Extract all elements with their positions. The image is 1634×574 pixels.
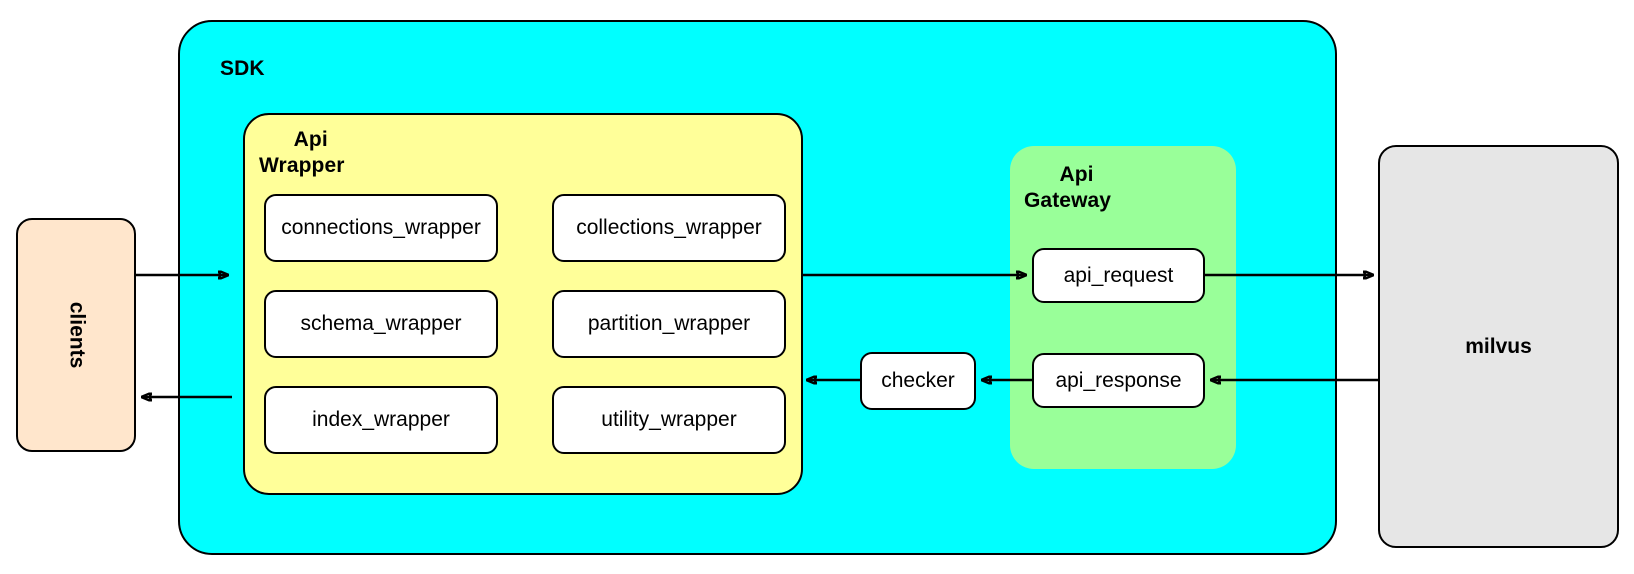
checker-label: checker [881,369,955,392]
api-response-box[interactable]: api_response [1032,353,1205,408]
clients-box[interactable]: clients [16,218,136,452]
api-response-label: api_response [1055,368,1182,392]
sdk-label: SDK [220,57,265,80]
module-label: connections_wrapper [281,216,481,239]
api-request-label: api_request [1063,263,1174,287]
milvus-box[interactable]: milvus [1378,145,1619,548]
module-label: schema_wrapper [300,312,462,335]
api-gateway-container[interactable]: Api Gateway [1010,146,1236,469]
module-label: index_wrapper [312,408,450,431]
api-wrapper-label: Api Wrapper [259,128,345,177]
checker-box[interactable]: checker [860,352,976,410]
module-label: partition_wrapper [587,312,751,335]
module-schema-wrapper[interactable]: schema_wrapper [264,290,498,358]
module-partition-wrapper[interactable]: partition_wrapper [552,290,786,358]
module-collections-wrapper[interactable]: collections_wrapper [552,194,786,262]
module-utility-wrapper[interactable]: utility_wrapper [552,386,786,454]
clients-label: clients [65,301,88,369]
milvus-label: milvus [1465,334,1532,358]
api-request-box[interactable]: api_request [1032,248,1205,303]
api-gateway-label: Api Gateway [1024,163,1112,212]
module-label: utility_wrapper [601,408,737,431]
module-connections-wrapper[interactable]: connections_wrapper [264,194,498,262]
module-index-wrapper[interactable]: index_wrapper [264,386,498,454]
module-label: collections_wrapper [576,216,762,239]
